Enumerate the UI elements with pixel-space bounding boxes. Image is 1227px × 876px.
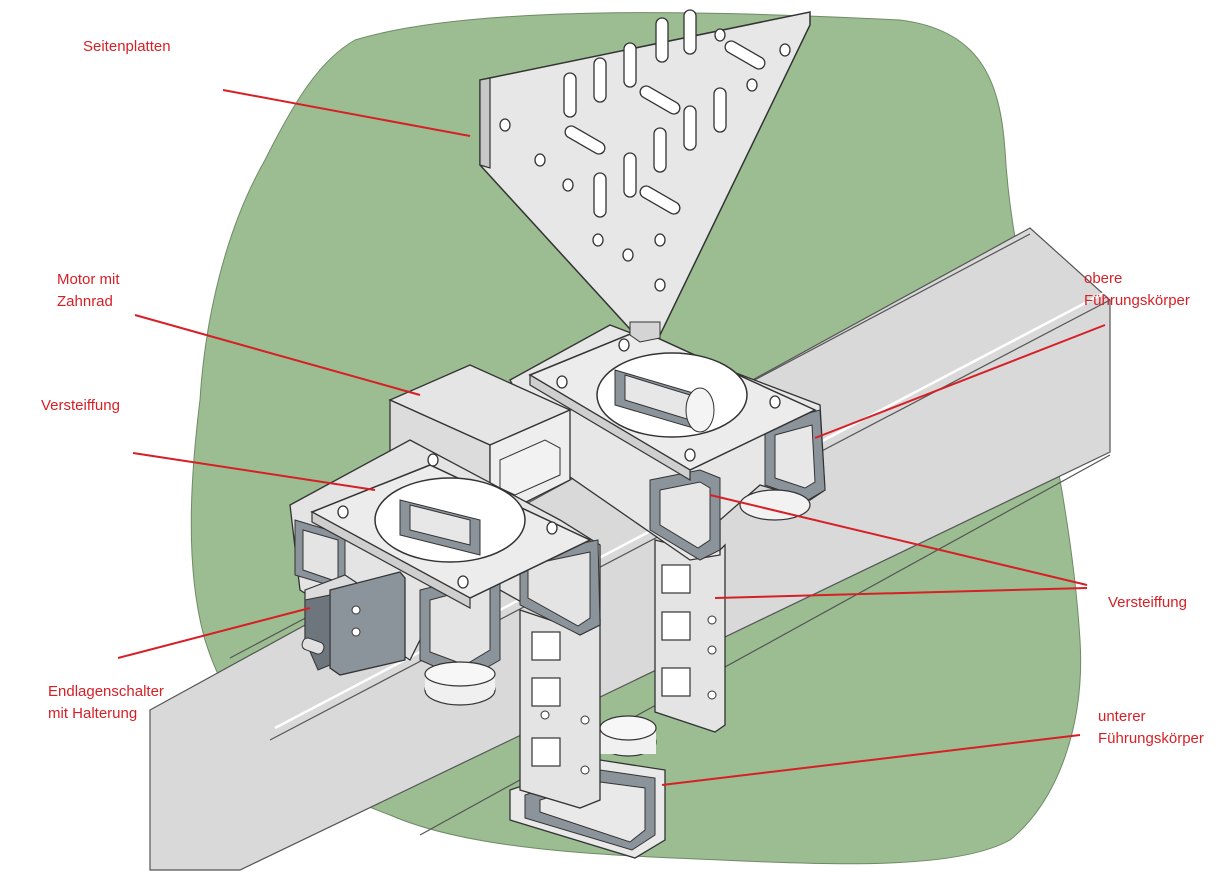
label-unterer-line-2: Führungskörper [1098, 730, 1204, 747]
callout-line-endlagenschalter [117, 607, 311, 659]
callout-line-motor [134, 314, 421, 396]
label-seitenplatten: Seitenplatten [83, 36, 171, 58]
label-endlagenschalter: Endlagenschalter mit Halterung [48, 681, 164, 725]
label-versteiffung-left-line-1: Versteiffung [41, 397, 120, 414]
label-endlagenschalter-line-2: mit Halterung [48, 705, 138, 722]
label-endlagenschalter-line-1: Endlagenschalter [48, 683, 164, 700]
label-seitenplatten-line-1: Seitenplatten [83, 38, 171, 55]
label-motor-line-1: Motor mit [57, 271, 120, 288]
left-stiffener [519, 609, 601, 809]
callout-line-seitenplatten [222, 89, 471, 137]
label-motor-mit-zahnrad: Motor mit Zahnrad [57, 269, 120, 313]
callout-line-versteiffung-right-a [709, 494, 1088, 586]
label-obere-line-2: Führungskörper [1084, 292, 1190, 309]
label-versteiffung-right: Versteiffung [1108, 592, 1187, 614]
end-switch [301, 571, 406, 676]
callout-line-obere [814, 324, 1106, 439]
label-unterer-line-1: unterer [1098, 708, 1146, 725]
label-obere-fuehrungskoerper: obere Führungskörper [1084, 268, 1190, 312]
callout-line-versteiffung-right-b [714, 587, 1088, 599]
label-motor-line-2: Zahnrad [57, 293, 113, 310]
label-obere-line-1: obere [1084, 270, 1123, 287]
label-versteiffung-right-line-1: Versteiffung [1108, 594, 1187, 611]
label-versteiffung-left: Versteiffung [41, 395, 120, 417]
motor-mount-assembly [289, 439, 601, 706]
upper-guide-body [509, 324, 826, 561]
callout-line-versteiffung-left [132, 452, 376, 491]
label-unterer-fuehrungskoerper: unterer Führungskörper [1098, 706, 1204, 750]
callout-line-unterer [661, 734, 1081, 786]
side-plate [479, 9, 811, 343]
callout-lines [117, 89, 1106, 786]
right-stiffener [654, 539, 726, 733]
